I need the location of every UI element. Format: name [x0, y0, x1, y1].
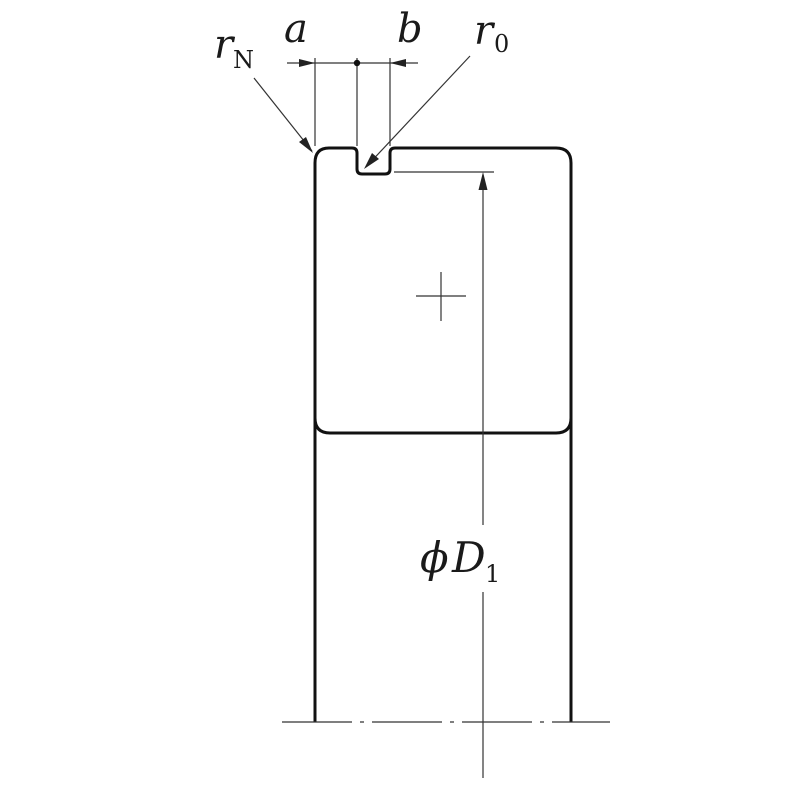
label-phi: ϕ: [420, 533, 449, 582]
label-D1: D: [451, 533, 486, 582]
dim-arrow-a: [299, 59, 315, 67]
r0-leader-arrow: [364, 153, 379, 169]
label-rN: r: [214, 22, 236, 68]
outer-ring-section: [313, 146, 573, 435]
dim-arrow-b: [390, 59, 406, 67]
label-rN-subscript: N: [233, 46, 254, 74]
label-r0: r: [474, 8, 496, 54]
label-r0-subscript: 0: [494, 30, 509, 58]
label-b: b: [397, 6, 423, 52]
label-a: a: [284, 6, 308, 52]
dim-dot: [353, 59, 361, 67]
r0-leader: [365, 55, 471, 168]
d1-arrowhead: [478, 172, 488, 190]
rN-leader-arrow: [299, 137, 313, 153]
label-D1-subscript: 1: [485, 560, 500, 588]
rN-leader: [253, 77, 313, 152]
